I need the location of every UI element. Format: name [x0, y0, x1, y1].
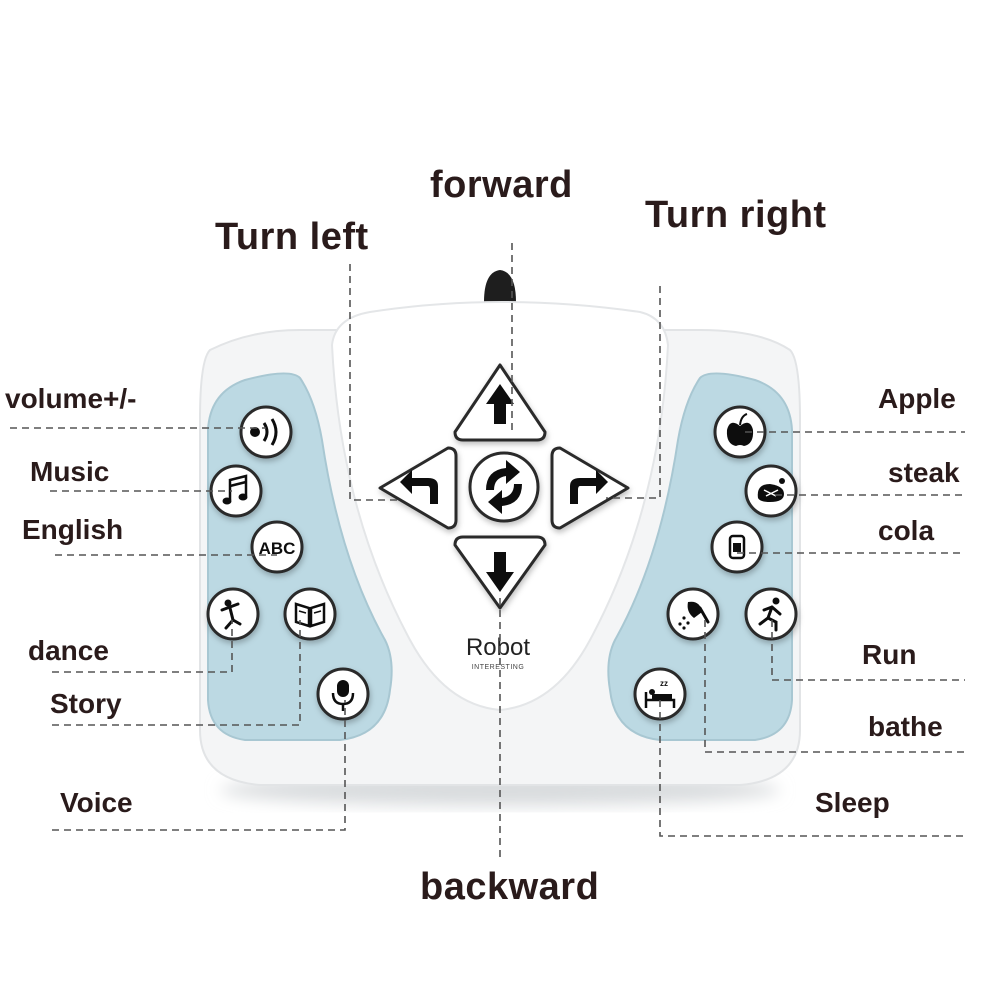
svg-text:zz: zz	[660, 679, 668, 688]
sleep-bed-icon: zz	[644, 679, 676, 708]
story-button[interactable]	[283, 587, 337, 641]
leader-sleep	[659, 700, 965, 837]
run-button[interactable]	[744, 587, 798, 641]
arrow-down-icon	[486, 552, 514, 592]
bathe-button[interactable]	[666, 587, 720, 641]
label-backward: backward	[420, 866, 600, 908]
apple-icon	[726, 413, 754, 446]
cola-button[interactable]	[710, 520, 764, 574]
abc-icon: ABC	[259, 539, 296, 558]
arrow-up-icon	[486, 384, 514, 424]
volume-button[interactable]	[239, 405, 293, 459]
apple-button[interactable]	[713, 405, 767, 459]
turn-right-icon	[570, 470, 608, 504]
label-music: Music	[30, 456, 110, 487]
label-forward: forward	[430, 164, 573, 206]
steak-button[interactable]	[744, 464, 798, 518]
leader-story	[52, 620, 301, 726]
center-rotate-button[interactable]	[468, 451, 540, 523]
label-bathe: bathe	[868, 711, 943, 742]
label-volume: volume+/-	[5, 383, 137, 414]
label-steak: steak	[888, 457, 960, 488]
brand-tagline: INTERESTING	[472, 664, 525, 671]
runner-icon	[758, 597, 782, 632]
leader-dance	[52, 620, 233, 673]
label-apple: Apple	[878, 383, 956, 414]
brand-logo: Robot	[466, 634, 530, 661]
leader-bathe	[704, 620, 965, 753]
turn-left-icon	[400, 470, 438, 504]
right-panel	[607, 372, 793, 741]
leader-run	[771, 620, 965, 681]
steak-icon	[757, 478, 785, 502]
backward-button[interactable]	[453, 535, 547, 610]
cola-can-icon	[728, 534, 746, 560]
label-voice: Voice	[60, 787, 133, 818]
turn-left-button[interactable]	[378, 446, 458, 530]
label-sleep: Sleep	[815, 787, 890, 818]
forward-button[interactable]	[453, 363, 547, 442]
dance-button[interactable]	[206, 587, 260, 641]
label-dance: dance	[28, 635, 109, 666]
sleep-button[interactable]: zz	[633, 667, 687, 721]
label-story: Story	[50, 688, 122, 719]
rotate-icon	[486, 460, 520, 490]
music-note-icon	[228, 474, 248, 500]
label-turn-left: Turn left	[215, 216, 369, 258]
english-button[interactable]: ABC	[250, 520, 304, 574]
antenna-knob	[484, 270, 516, 302]
microphone-icon	[331, 680, 355, 711]
label-run: Run	[862, 639, 917, 670]
volume-icon	[250, 427, 260, 437]
shower-icon	[678, 601, 710, 630]
voice-button[interactable]	[316, 667, 370, 721]
dancer-icon	[220, 599, 242, 630]
leader-lines	[10, 243, 965, 858]
label-cola: cola	[878, 515, 935, 546]
turn-right-button[interactable]	[550, 446, 630, 530]
label-english: English	[22, 514, 124, 545]
label-turn-right: Turn right	[645, 194, 827, 236]
book-icon	[294, 602, 326, 628]
leader-voice	[52, 700, 346, 831]
leader-turn-left	[349, 264, 402, 501]
